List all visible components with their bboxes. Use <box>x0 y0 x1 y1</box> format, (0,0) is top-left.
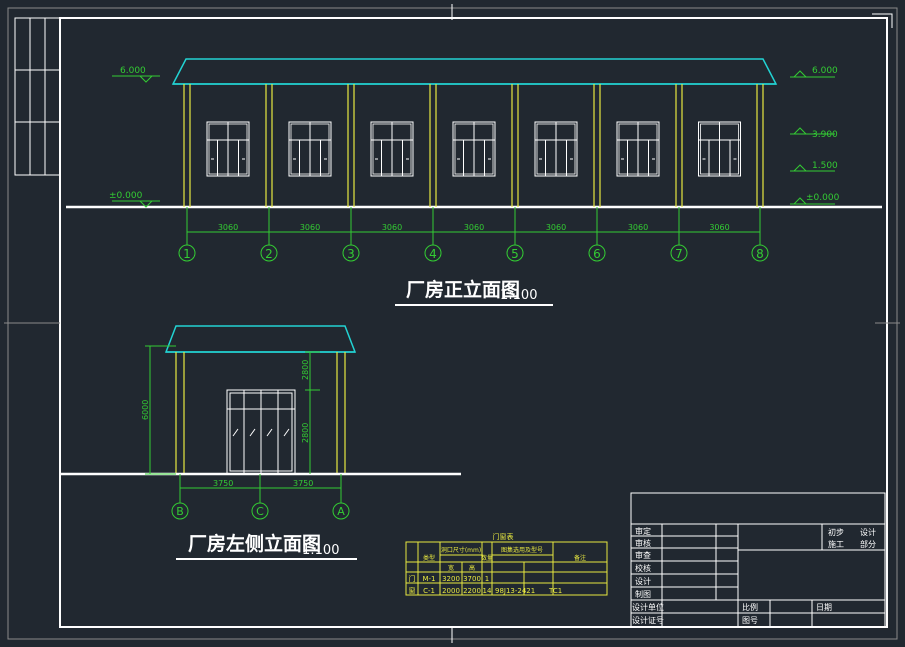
table-row1-width: 3200 <box>442 575 460 583</box>
axis-bubble <box>424 244 442 262</box>
front-roof <box>171 58 778 85</box>
side-elevation: 6000 2800 2800 3750 3750 B C A 厂房左侧立面图 1… <box>61 325 461 560</box>
front-dimension-label: 3060 <box>464 223 484 232</box>
tb-row-4: 设计 <box>635 576 651 586</box>
table-header-type: 类型 <box>423 554 435 562</box>
tb-label-design: 设计 <box>860 527 876 537</box>
table-row2-remark: TC1 <box>548 587 562 595</box>
side-axis-a: A <box>337 505 345 518</box>
table-row1-height: 3700 <box>463 575 481 583</box>
level-left-top: 6.000 <box>120 66 146 76</box>
axis-bubble <box>260 244 278 262</box>
side-axis-c: C <box>256 505 264 518</box>
table-header-size: 洞口尺寸(mm) <box>441 546 481 554</box>
level-right-window-top: 3.900 <box>812 130 838 140</box>
table-row2-height: 2200 <box>463 587 481 595</box>
front-columns <box>183 84 764 207</box>
axis-label: 2 <box>265 247 273 261</box>
binding-strip <box>14 17 61 176</box>
tb-design-unit: 设计单位 <box>632 602 664 612</box>
front-dimension-label: 3060 <box>218 223 238 232</box>
axis-bubble <box>178 244 196 262</box>
level-right-top: 6.000 <box>812 66 838 76</box>
axis-label: 6 <box>593 247 601 261</box>
tb-label-part: 部分 <box>860 539 876 549</box>
front-dimension-label: 3060 <box>300 223 320 232</box>
front-axis-bubbles: 1 2 3 4 5 6 7 8 <box>178 244 769 262</box>
axis-bubble <box>751 244 769 262</box>
tb-drawing-no-label: 图号 <box>742 616 758 625</box>
front-elevation-title: 厂房正立面图 <box>406 278 520 301</box>
axis-bubble <box>506 244 524 262</box>
tb-row-2: 审查 <box>635 550 651 560</box>
front-dimension-label: 3060 <box>546 223 566 232</box>
tb-row-0: 审定 <box>635 526 651 536</box>
side-dim-right: 3750 <box>293 479 313 488</box>
tb-label-preliminary: 初步 <box>828 527 844 537</box>
table-row2-width: 2000 <box>442 587 460 595</box>
front-dimension-label: 3060 <box>382 223 402 232</box>
level-left-ground: ±0.000 <box>109 191 143 201</box>
front-dimension-label: 3060 <box>709 223 729 232</box>
table-row2-atlas: 98J13-2421 <box>495 587 535 595</box>
tb-label-construction: 施工 <box>828 539 844 549</box>
axis-bubble <box>588 244 606 262</box>
side-dimensions <box>145 345 342 503</box>
table-title: 门窗表 <box>493 532 514 541</box>
front-dimensions: 3060 3060 3060 3060 3060 3060 3060 <box>186 207 761 245</box>
tb-date-label: 日期 <box>816 603 832 612</box>
table-header-atlas: 图集选用及型号 <box>501 546 543 554</box>
level-right-ground: ±0.000 <box>806 193 840 203</box>
side-roof <box>164 325 357 353</box>
side-height-upper: 2800 <box>301 360 310 380</box>
front-dimension-label: 3060 <box>628 223 648 232</box>
tb-row-3: 校核 <box>635 563 651 573</box>
axis-label: 1 <box>183 247 191 261</box>
front-level-marks <box>112 70 835 208</box>
side-columns <box>175 352 346 474</box>
axis-bubble <box>670 244 688 262</box>
side-elevation-title: 厂房左侧立面图 <box>188 532 321 555</box>
side-height-total: 6000 <box>141 400 150 420</box>
table-row2-type: 窗 <box>409 586 416 595</box>
axis-label: 5 <box>511 247 519 261</box>
axis-label: 8 <box>756 247 764 261</box>
side-axis-bubbles <box>171 502 350 520</box>
table-subheader-height: 高 <box>469 564 475 572</box>
door-window-table: 门窗表 类型 洞口尺寸(mm) 数量 图集选用及型号 备注 宽 高 门 M-1 … <box>405 532 608 596</box>
title-block: 审定 审核 审查 校核 设计 制图 初步 设计 施工 部分 设计单位 设计证号 … <box>630 492 886 628</box>
tb-scale-label: 比例 <box>742 602 758 612</box>
tb-row-5: 制图 <box>635 589 651 599</box>
tb-design-cert: 设计证号 <box>632 615 664 625</box>
side-dim-left: 3750 <box>213 479 233 488</box>
drawing-frame <box>4 4 900 643</box>
axis-bubble <box>342 244 360 262</box>
table-row1-code: M-1 <box>422 575 435 583</box>
tb-row-1: 审核 <box>635 538 651 548</box>
table-row1-type: 门 <box>409 574 416 583</box>
table-header-remark: 备注 <box>574 554 586 562</box>
front-windows <box>206 121 741 177</box>
side-height-door: 2800 <box>301 423 310 443</box>
front-elevation: 3060 3060 3060 3060 3060 3060 3060 1 2 3 4 5 6 7 8 6.… <box>66 58 882 306</box>
side-elevation-scale: 1:100 <box>302 543 339 558</box>
table-subheader-width: 宽 <box>448 564 454 572</box>
axis-label: 4 <box>429 247 437 261</box>
table-header-qty: 数量 <box>481 554 493 562</box>
level-right-window-sill: 1.500 <box>812 161 838 171</box>
table-row2-code: C-1 <box>423 587 435 595</box>
axis-label: 3 <box>347 247 355 261</box>
table-row2-qty: 14 <box>483 587 492 595</box>
side-axis-b: B <box>176 505 184 518</box>
front-elevation-scale: 1:100 <box>500 288 537 303</box>
side-door <box>226 389 296 475</box>
axis-label: 7 <box>675 247 683 261</box>
table-row1-qty: 1 <box>485 575 489 583</box>
